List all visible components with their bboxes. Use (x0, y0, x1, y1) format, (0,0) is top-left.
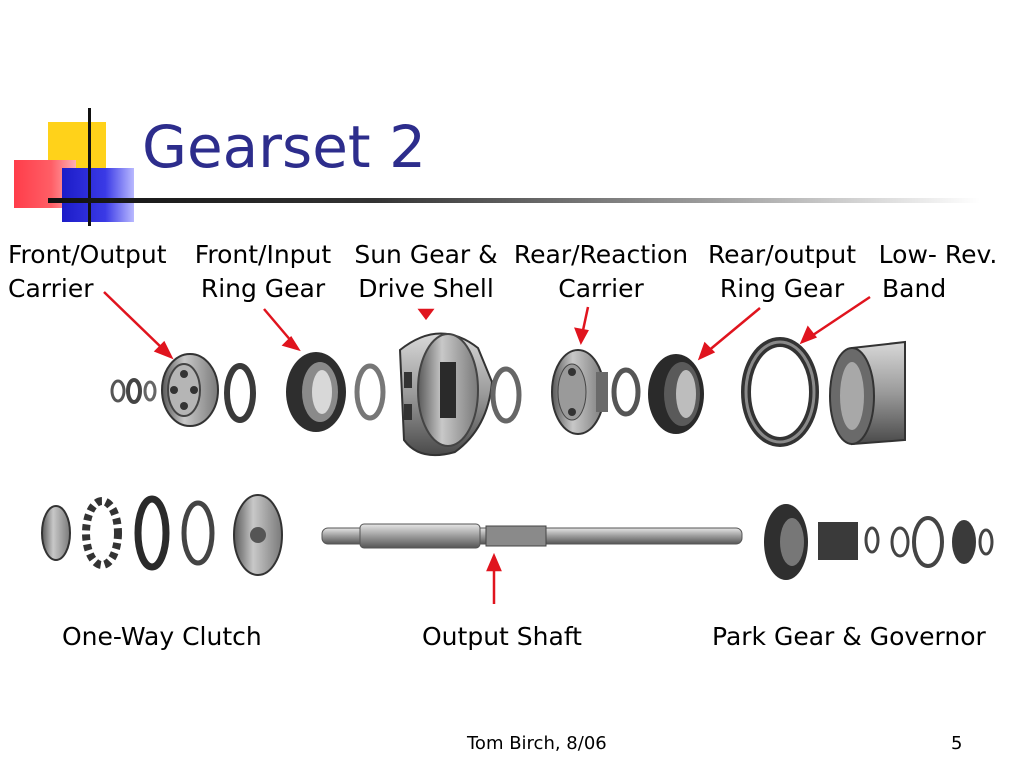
label-low-rev-band: Low- Rev. Band (874, 238, 1002, 306)
slide-number: 5 (951, 733, 963, 754)
small-washers-left (110, 378, 157, 404)
front-input-ring-gear-part (286, 352, 346, 432)
label-line: Carrier (558, 274, 644, 303)
output-shaft-part (321, 523, 743, 549)
title-deco-vertical-line (88, 108, 91, 226)
label-line: Sun Gear & (354, 240, 498, 269)
label-line: Front/Input (194, 240, 332, 269)
callout-arrows (103, 291, 871, 604)
label-line: Band (882, 274, 947, 303)
title-deco-blue-square (62, 168, 134, 222)
drum-part (829, 340, 906, 446)
title-underline-rule (48, 198, 980, 203)
park-gear-governor-parts (764, 504, 994, 580)
label-output-shaft: Output Shaft (422, 622, 582, 651)
label-line: Drive Shell (358, 274, 494, 303)
thrust-washer-3 (490, 366, 522, 424)
label-one-way-clutch: One-Way Clutch (62, 622, 262, 651)
label-line: Rear/output (707, 240, 857, 269)
low-rev-band-part (741, 337, 819, 447)
label-rear-output-ring-gear: Rear/output Ring Gear (704, 238, 860, 306)
thrust-washer-1 (224, 363, 256, 423)
rear-reaction-carrier-part (551, 349, 608, 435)
slide-footer: Tom Birch, 8/06 (467, 733, 607, 754)
rear-output-ring-gear-part (648, 354, 704, 434)
label-line: Rear/Reaction (513, 240, 689, 269)
label-park-gear-governor: Park Gear & Governor (712, 622, 986, 651)
label-line: Front/Output (8, 240, 167, 269)
label-line: Ring Gear (200, 274, 326, 303)
one-way-clutch-parts (41, 494, 283, 576)
slide-title: Gearset 2 (142, 113, 426, 181)
thrust-washer-4 (611, 367, 641, 417)
label-front-output-carrier: Front/Output Carrier (8, 238, 167, 306)
thrust-washer-2 (354, 363, 386, 421)
label-line: Carrier (8, 274, 94, 303)
label-line: Ring Gear (719, 274, 845, 303)
front-output-carrier-part (161, 353, 219, 427)
label-sun-gear-drive-shell: Sun Gear & Drive Shell (352, 238, 500, 306)
label-front-input-ring-gear: Front/Input Ring Gear (190, 238, 336, 306)
label-rear-reaction-carrier: Rear/Reaction Carrier (512, 238, 690, 306)
label-line: Low- Rev. (878, 240, 998, 269)
sun-gear-drive-shell-part (398, 332, 494, 456)
